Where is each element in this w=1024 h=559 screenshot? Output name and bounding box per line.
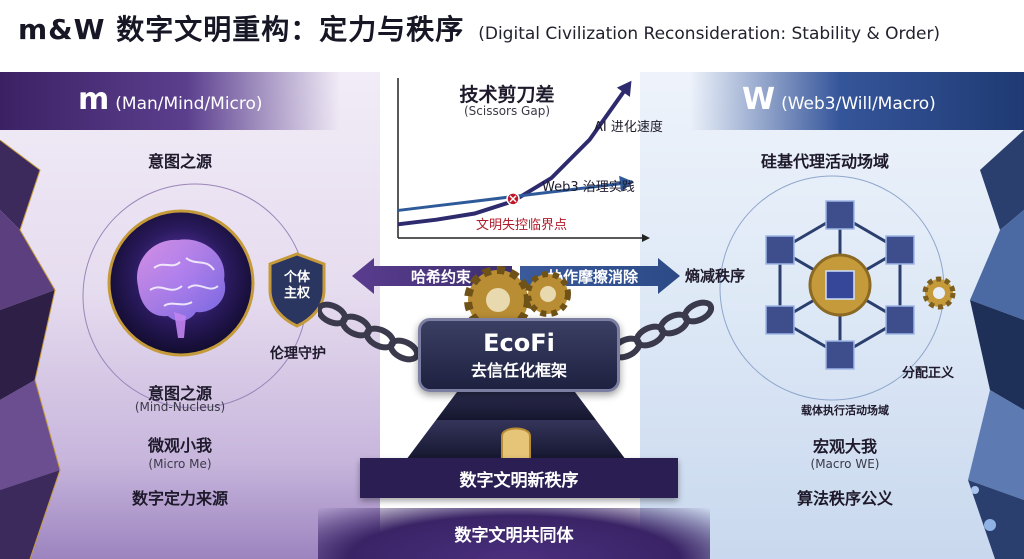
micro-me-label: 微观小我: [110, 432, 250, 456]
algo-order-label: 算法秩序公义: [770, 485, 920, 509]
entropy-order-label: 熵减秩序: [670, 265, 760, 286]
community-banner: 数字文明共同体: [318, 508, 710, 559]
page-title: m&W 数字文明重构：定力与秩序 (Digital Civilization R…: [18, 8, 1008, 64]
micro-me-sub: (Micro Me): [110, 457, 250, 471]
left-band-text: (Man/Mind/Micro): [115, 94, 262, 114]
title-sub: (Digital Civilization Reconsideration: S…: [478, 24, 940, 44]
ai-line-label: AI 进化速度: [594, 116, 663, 135]
chart-subtitle: (Scissors Gap): [432, 104, 582, 118]
right-band-letter: W: [742, 82, 775, 117]
left-source-label: 意图之源: [120, 148, 240, 172]
ecofi-framework: EcoFi 去信任化框架: [418, 318, 620, 392]
central-gear-icon: [456, 248, 576, 328]
left-band-label: m (Man/Mind/Micro): [78, 82, 263, 117]
macro-we-label: 宏观大我: [780, 433, 910, 457]
chart-x-arrowhead: [642, 234, 650, 242]
right-crystal-decoration: [960, 130, 1024, 559]
carrier-label: 载体执行活动场域: [770, 402, 920, 418]
distribution-label: 分配正义: [888, 362, 968, 381]
ecofi-subtitle: 去信任化框架: [471, 357, 567, 381]
stability-source-label: 数字定力来源: [100, 485, 260, 509]
title-main: m&W 数字文明重构：定力与秩序: [18, 8, 464, 48]
left-band-letter: m: [78, 82, 109, 117]
right-band-text: (Web3/Will/Macro): [781, 94, 936, 114]
web3-line-label: Web3 治理实践: [542, 176, 635, 195]
macro-we-sub: (Macro WE): [780, 457, 910, 471]
right-band-label: W (Web3/Will/Macro): [742, 82, 936, 117]
brain-icon: [106, 208, 256, 378]
left-chain-icon: [318, 300, 426, 370]
ecofi-title: EcoFi: [483, 329, 555, 357]
right-chain-icon: [606, 292, 716, 362]
shield-text: 个体 主权: [274, 270, 320, 302]
new-order-banner: 数字文明新秩序: [360, 458, 678, 498]
cube-network-icon: [750, 195, 930, 385]
gear-icon: [918, 272, 960, 314]
pedestal: [396, 380, 636, 462]
core-sub-label: (Mind-Nucleus): [110, 400, 250, 414]
left-crystal-decoration: [0, 140, 70, 559]
critical-point-label: 文明失控临界点: [476, 214, 567, 233]
chart-title: 技术剪刀差: [432, 80, 582, 107]
